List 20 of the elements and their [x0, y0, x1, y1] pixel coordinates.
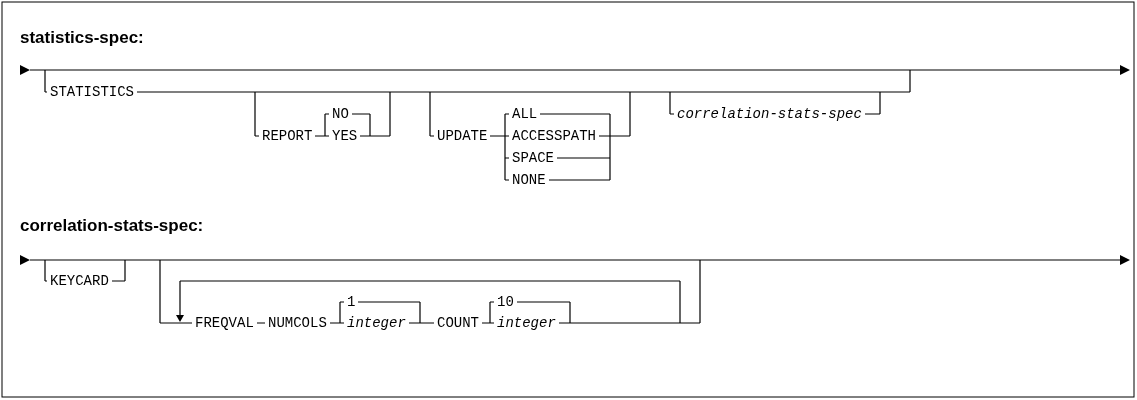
keyword: COUNT: [437, 314, 479, 332]
keyword: KEYCARD: [50, 272, 109, 290]
keyword: SPACE: [512, 149, 554, 167]
keyword: NUMCOLS: [268, 314, 327, 332]
default-value: 10: [497, 293, 514, 311]
keyword: STATISTICS: [50, 83, 134, 101]
keyword: ACCESSPATH: [512, 127, 596, 145]
default-value: ALL: [512, 105, 538, 123]
default-value: NO: [332, 105, 349, 123]
keyword: REPORT: [262, 127, 313, 145]
keyword: FREQVAL: [195, 314, 254, 332]
syntax-heading: statistics-spec:: [20, 27, 144, 49]
variable-name: integer: [347, 314, 406, 332]
syntax-heading: correlation-stats-spec:: [20, 215, 204, 237]
default-value: 1: [347, 293, 356, 311]
keyword: YES: [332, 127, 358, 145]
variable-name: correlation-stats-spec: [677, 105, 862, 123]
keyword: UPDATE: [437, 127, 488, 145]
keyword: NONE: [512, 171, 546, 189]
variable-name: integer: [497, 314, 556, 332]
